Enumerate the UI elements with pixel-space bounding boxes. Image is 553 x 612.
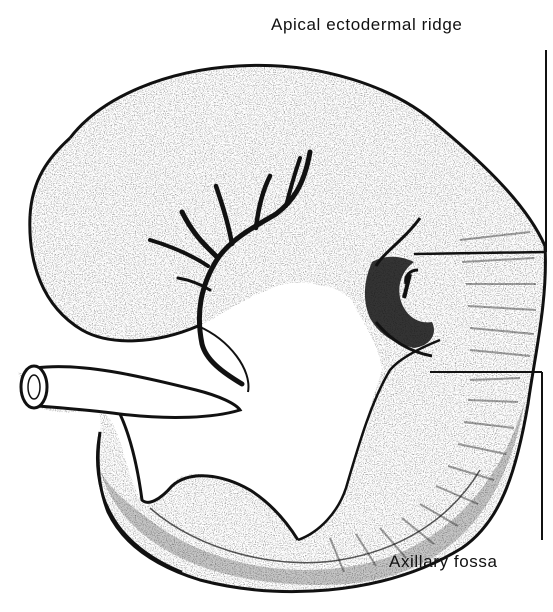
label-apical-ectodermal-ridge: Apical ectodermal ridge bbox=[271, 16, 462, 33]
label-axillary-fossa: Axillary fossa bbox=[389, 553, 498, 570]
